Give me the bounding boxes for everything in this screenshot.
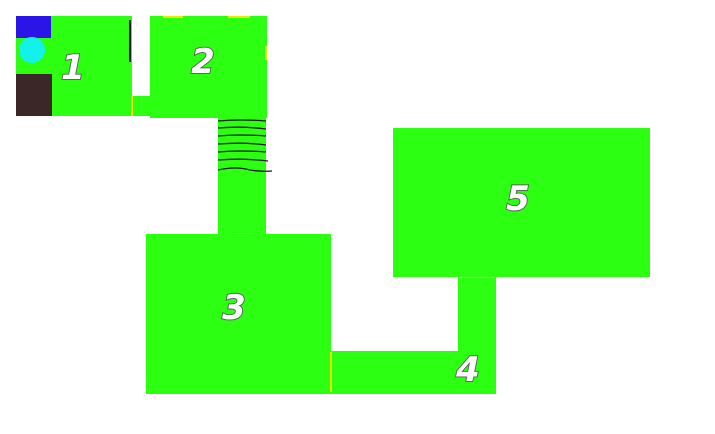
- stairs-corridor-floor: [218, 118, 266, 236]
- stair-step: [217, 134, 267, 137]
- cyan-circle-icon[interactable]: [19, 37, 45, 63]
- stairs: [217, 119, 273, 172]
- room-5-floor: [393, 128, 650, 277]
- room-3-floor: [146, 234, 331, 394]
- stair-step: [217, 158, 269, 162]
- room-5-label: 5: [506, 179, 530, 219]
- stair-step: [217, 167, 273, 172]
- room-1-label: 1: [61, 48, 85, 88]
- corridor-1-2: [132, 96, 152, 116]
- stair-step: [217, 150, 267, 153]
- room-2[interactable]: 2: [150, 16, 267, 118]
- stair-step: [217, 126, 267, 130]
- room-2-floor: [150, 16, 267, 118]
- room-3[interactable]: 3: [146, 234, 331, 394]
- dark-block-icon[interactable]: [16, 74, 52, 116]
- room-4-label: 4: [455, 350, 480, 390]
- room-5[interactable]: 5: [393, 128, 650, 277]
- room-4-floor-vertical: [458, 276, 496, 356]
- room-1[interactable]: 1: [16, 16, 132, 116]
- blue-square-icon[interactable]: [16, 16, 51, 38]
- stairs-corridor[interactable]: [217, 118, 273, 237]
- room-4-floor-horizontal: [331, 351, 496, 394]
- room-2-label: 2: [191, 42, 215, 82]
- stair-step: [217, 119, 267, 122]
- room-4[interactable]: 4: [330, 276, 496, 394]
- stair-step: [217, 142, 267, 146]
- room-3-label: 3: [222, 288, 246, 328]
